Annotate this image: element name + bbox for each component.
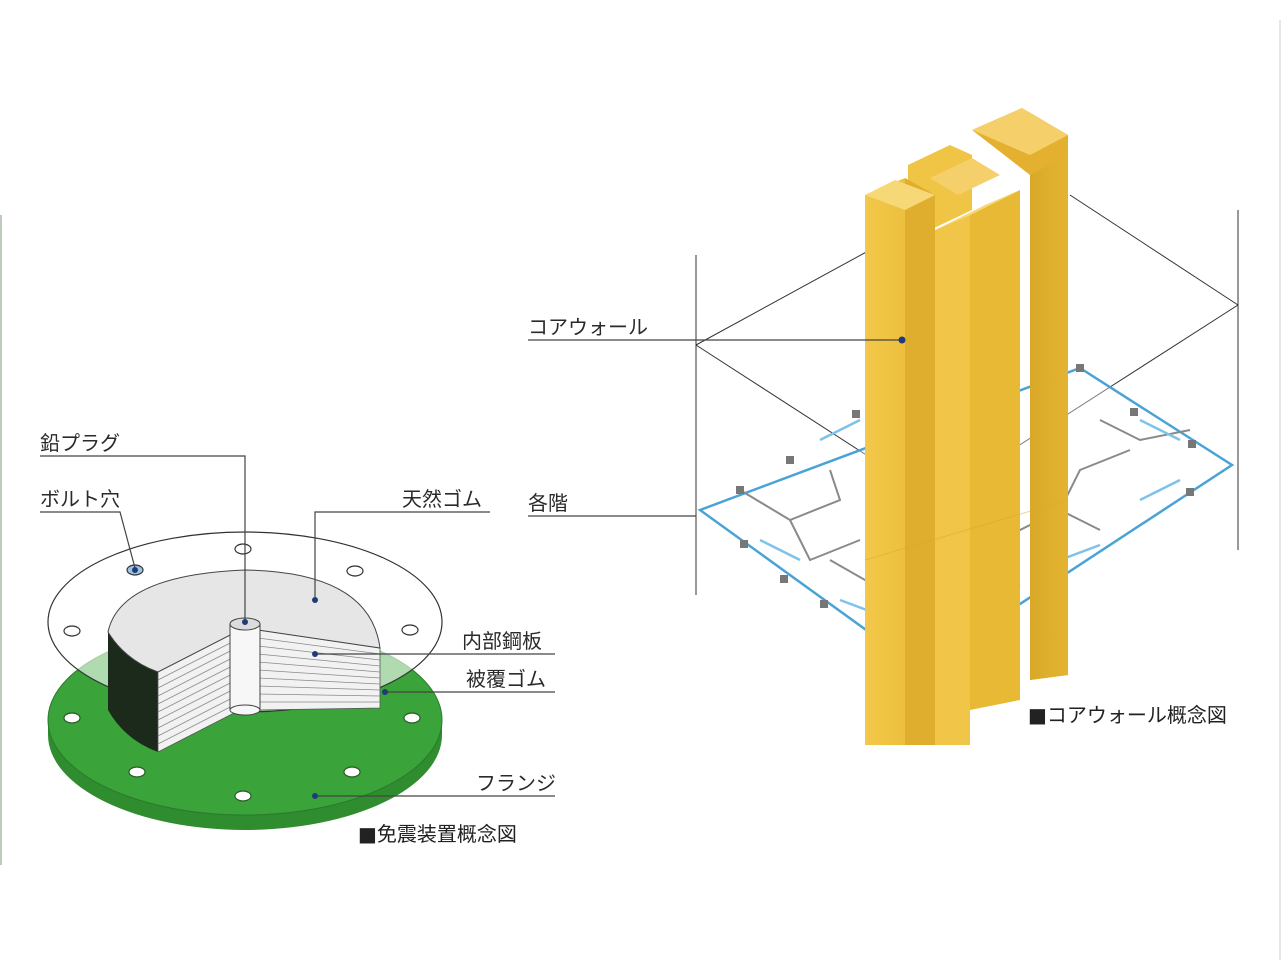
label-natural-rubber: 天然ゴム <box>402 487 482 511</box>
label-bolt-hole: ボルト穴 <box>40 487 120 511</box>
core-wall-diagram: コアウォール 各階 ■コアウォール概念図 <box>528 108 1239 745</box>
caption-isolator: ■免震装置概念図 <box>358 822 517 846</box>
bolt-holes-top <box>63 543 419 637</box>
label-flange: フランジ <box>476 771 556 795</box>
isolator-leaders <box>40 455 555 799</box>
lead-plug <box>229 617 261 716</box>
rubber-side-dark <box>108 632 158 752</box>
isolator-diagram: 鉛プラグ ボルト穴 天然ゴム 内部鋼板 被覆ゴム フランジ ■免震装置概念図 <box>40 431 556 846</box>
caption-core-wall: ■コアウォール概念図 <box>1028 703 1227 727</box>
bolt-holes-bottom <box>63 712 421 802</box>
label-cover-rubber: 被覆ゴム <box>466 667 546 691</box>
label-inner-steel-plate: 内部鋼板 <box>462 629 542 653</box>
label-core-wall: コアウォール <box>528 315 648 339</box>
label-lead-plug: 鉛プラグ <box>40 431 120 455</box>
label-each-floor: 各階 <box>528 491 568 515</box>
core-wall-columns <box>864 108 1069 745</box>
core-wall-leaders <box>528 336 906 517</box>
laminated-face-right <box>257 629 381 711</box>
